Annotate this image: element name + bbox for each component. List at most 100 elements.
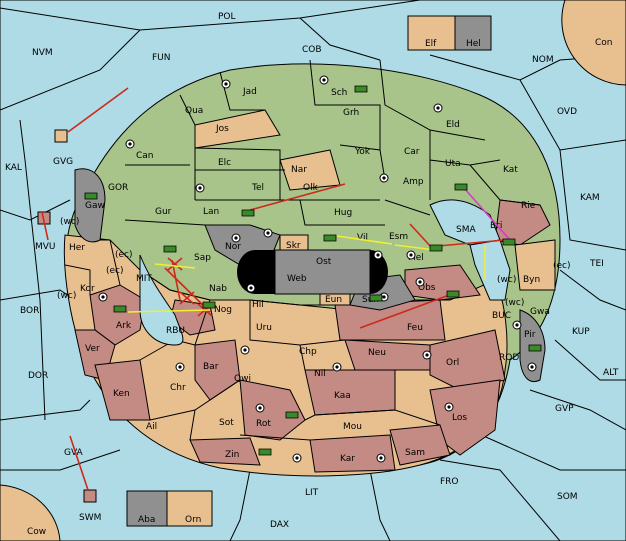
army-unit-icon bbox=[163, 245, 177, 253]
province-label: Kat bbox=[503, 165, 518, 175]
coast-tag: (ec) bbox=[106, 266, 124, 276]
province-label: Sot bbox=[219, 418, 234, 428]
sea-label: Con bbox=[595, 38, 613, 48]
province-label: Bri bbox=[490, 221, 502, 231]
sea-label: KAM bbox=[580, 193, 600, 203]
province-rot[interactable] bbox=[239, 379, 306, 441]
army-unit-icon bbox=[323, 234, 337, 242]
province-label: Jos bbox=[215, 124, 229, 134]
province-label: SMA bbox=[456, 225, 476, 235]
sea-label: LIT bbox=[305, 488, 319, 498]
province-label: Ost bbox=[316, 257, 332, 267]
province-label: Neu bbox=[368, 348, 386, 358]
army-unit-icon bbox=[354, 85, 368, 93]
province-kar[interactable] bbox=[309, 434, 396, 473]
sea-label: NVM bbox=[32, 48, 53, 58]
province-label: Kaa bbox=[334, 391, 351, 401]
province-label: Qwi bbox=[234, 374, 251, 384]
lake-center bbox=[274, 249, 371, 295]
army-unit-icon bbox=[258, 448, 272, 456]
province-label-layer: Jad Sch Qua Jos Grh Eld Can Yok Car Elc … bbox=[35, 39, 550, 525]
province-byn[interactable] bbox=[514, 239, 556, 291]
province-label: Aba bbox=[138, 515, 155, 525]
order-arrows-magenta bbox=[463, 187, 511, 241]
province-label: Feu bbox=[407, 323, 423, 333]
province-label: Qua bbox=[185, 106, 203, 116]
province-gaw[interactable] bbox=[74, 168, 106, 243]
province-label: Nog bbox=[214, 305, 232, 315]
sea-label: POL bbox=[218, 12, 236, 22]
strait-label: GOR bbox=[108, 183, 128, 193]
province-label: Eun bbox=[325, 295, 342, 305]
province-neu[interactable] bbox=[344, 339, 431, 371]
province-label: Ver bbox=[85, 344, 100, 354]
province-label: Byn bbox=[523, 275, 540, 285]
sea-label: COB bbox=[302, 45, 322, 55]
army-unit-icon bbox=[502, 238, 516, 246]
province-label: Amp bbox=[403, 177, 424, 187]
sea-label: GVP bbox=[555, 404, 574, 414]
province-label: Orn bbox=[185, 515, 201, 525]
army-unit-icon bbox=[241, 209, 255, 217]
sea-label: TEI bbox=[589, 259, 604, 269]
sea-label: BOR bbox=[20, 306, 39, 316]
sea-label: NOM bbox=[532, 55, 554, 65]
island-gvg[interactable] bbox=[54, 129, 68, 143]
order-arrows-yellow bbox=[127, 235, 486, 313]
army-unit-icon bbox=[429, 244, 443, 252]
province-label: Uta bbox=[445, 159, 461, 169]
province-label: Sam bbox=[405, 448, 425, 458]
province-label: Zin bbox=[225, 450, 239, 460]
province-label: Hug bbox=[334, 208, 352, 218]
army-unit-icon bbox=[369, 294, 383, 302]
strait-label: ROD bbox=[499, 353, 519, 363]
strait-label-layer: GOR MIT RBU BUC ROD bbox=[108, 183, 519, 363]
province-label: Mou bbox=[343, 422, 362, 432]
province-label: Obs bbox=[418, 283, 436, 293]
strait-label: BUC bbox=[492, 311, 511, 321]
province-label: GVG bbox=[53, 157, 73, 167]
province-label: Rie bbox=[521, 201, 536, 211]
army-unit-icon bbox=[84, 192, 98, 200]
sea-label-layer: POL NVM FUN COB NOM Con KAL OVD KAM TEI … bbox=[5, 12, 619, 537]
island-swm[interactable] bbox=[83, 489, 97, 503]
province-label: Hil bbox=[252, 300, 264, 310]
province-label: Tel bbox=[251, 183, 264, 193]
province-hel[interactable] bbox=[454, 15, 492, 51]
province-sam[interactable] bbox=[389, 424, 451, 466]
sea-rbu[interactable] bbox=[139, 254, 184, 346]
army-unit-icon bbox=[285, 411, 299, 419]
province-label: Kor bbox=[80, 284, 95, 294]
province-label: Los bbox=[452, 413, 467, 423]
province-label: Vil bbox=[357, 233, 368, 243]
province-label: Elc bbox=[218, 158, 231, 168]
province-label: Uru bbox=[256, 323, 272, 333]
province-label: Pir bbox=[524, 330, 536, 340]
army-unit-icon bbox=[454, 183, 468, 191]
army-unit-icon bbox=[446, 290, 460, 298]
sea-label: OVD bbox=[557, 107, 577, 117]
province-label: Can bbox=[136, 151, 154, 161]
unit-layer bbox=[84, 85, 542, 456]
province-zin[interactable] bbox=[189, 437, 261, 466]
coast-tag: (wc) bbox=[497, 275, 516, 285]
coast-tag: (wc) bbox=[60, 217, 79, 227]
army-unit-icon bbox=[202, 301, 216, 309]
province-con[interactable] bbox=[561, 0, 626, 86]
coast-tag: (wc) bbox=[505, 298, 524, 308]
province-label: Nil bbox=[314, 369, 326, 379]
province-label: Sap bbox=[194, 253, 211, 263]
province-elf[interactable] bbox=[407, 15, 456, 51]
province-orn[interactable] bbox=[166, 490, 213, 527]
province-borders bbox=[64, 59, 541, 441]
province-label: Car bbox=[404, 147, 420, 157]
province-label: Hel bbox=[466, 39, 481, 49]
army-unit-icon bbox=[113, 305, 127, 313]
province-label: Olk bbox=[303, 183, 319, 193]
sea-label: FUN bbox=[152, 53, 171, 63]
province-label: Yok bbox=[354, 147, 371, 157]
province-label: Nor bbox=[225, 242, 241, 252]
